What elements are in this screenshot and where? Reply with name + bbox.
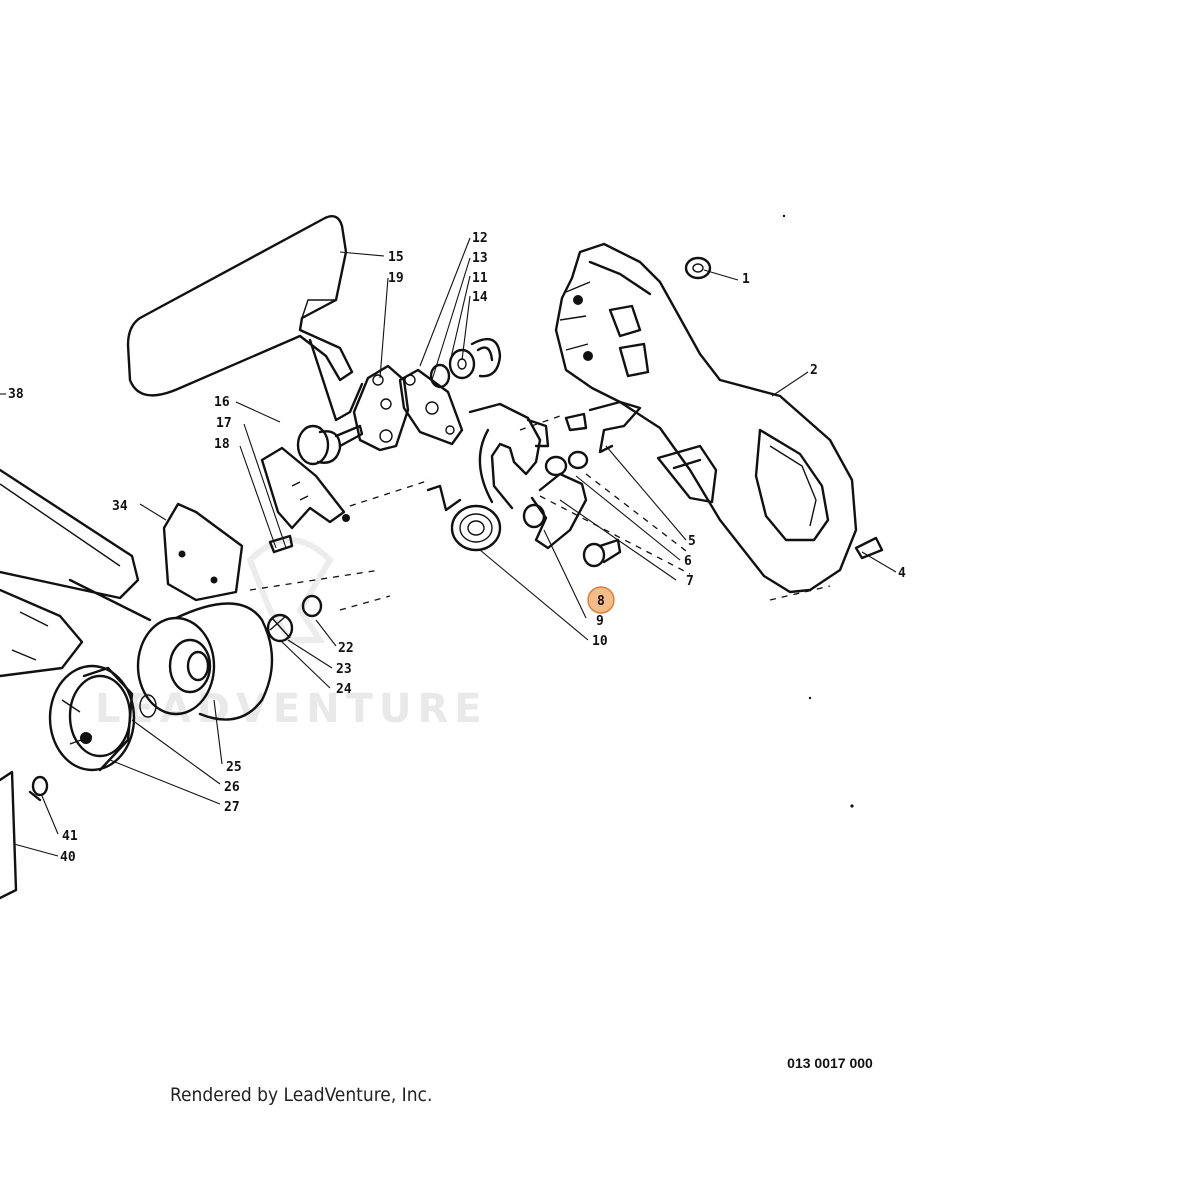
part-label-2[interactable]: 2 <box>810 363 818 378</box>
plate-34-drawing <box>162 502 244 602</box>
part-label-14[interactable]: 14 <box>472 290 488 305</box>
part-label-9[interactable]: 9 <box>596 614 604 629</box>
document-code: 013 0017 000 <box>787 1055 873 1071</box>
part-label-19[interactable]: 19 <box>388 271 404 286</box>
spring-drawing <box>426 484 502 552</box>
watermark-text: LEADVENTURE <box>95 686 488 732</box>
selected-part-hotspot[interactable] <box>587 586 615 614</box>
clutch-drum-drawing <box>136 602 274 721</box>
part-label-27[interactable]: 27 <box>224 800 240 815</box>
part-label-5[interactable]: 5 <box>688 534 696 549</box>
part-label-1[interactable]: 1 <box>742 272 750 287</box>
brake-band-drawing <box>468 400 642 550</box>
assembly-axes <box>249 415 831 611</box>
part-label-34[interactable]: 34 <box>112 499 128 514</box>
part-label-24[interactable]: 24 <box>336 682 352 697</box>
part-label-10[interactable]: 10 <box>592 634 608 649</box>
part-label-26[interactable]: 26 <box>224 780 240 795</box>
chain-cover-drawing <box>554 242 858 594</box>
watermark: LEADVENTURE <box>95 537 488 732</box>
nut-1-drawing <box>684 256 712 280</box>
part-label-41[interactable]: 41 <box>62 829 78 844</box>
render-credit: Rendered by LeadVenture, Inc. <box>170 1084 433 1106</box>
sprocket-drawing <box>266 594 323 643</box>
part-label-15[interactable]: 15 <box>388 250 404 265</box>
part-label-25[interactable]: 25 <box>226 760 242 775</box>
catcher-plate-drawing <box>260 446 350 554</box>
part-label-40[interactable]: 40 <box>60 850 76 865</box>
screw-4-drawing <box>854 536 884 560</box>
part-label-8[interactable]: 8 <box>597 594 605 609</box>
part-label-17[interactable]: 17 <box>216 416 232 431</box>
screw-8-drawing <box>582 538 622 568</box>
leader-lines <box>0 237 897 857</box>
part-label-11[interactable]: 11 <box>472 271 488 286</box>
handguard-drawing <box>126 215 364 422</box>
part-label-7[interactable]: 7 <box>686 574 694 589</box>
part-label-13[interactable]: 13 <box>472 251 488 266</box>
scan-specks <box>782 214 854 808</box>
part-label-4[interactable]: 4 <box>898 566 906 581</box>
clutch-drawing <box>48 664 136 772</box>
part-labels: 1 2 4 5 6 7 8 9 10 11 12 13 14 15 16 17 … <box>8 231 906 865</box>
part-label-12[interactable]: 12 <box>472 231 488 246</box>
part-label-16[interactable]: 16 <box>214 395 230 410</box>
guide-bar-drawing <box>0 468 152 678</box>
part-label-38[interactable]: 38 <box>8 387 24 402</box>
pivot-plates-drawing <box>352 337 502 452</box>
knob-drawing <box>296 424 364 466</box>
bolt-41-drawing <box>0 770 49 900</box>
part-label-6[interactable]: 6 <box>684 554 692 569</box>
part-label-18[interactable]: 18 <box>214 437 230 452</box>
part-label-22[interactable]: 22 <box>338 641 354 656</box>
part-label-23[interactable]: 23 <box>336 662 352 677</box>
